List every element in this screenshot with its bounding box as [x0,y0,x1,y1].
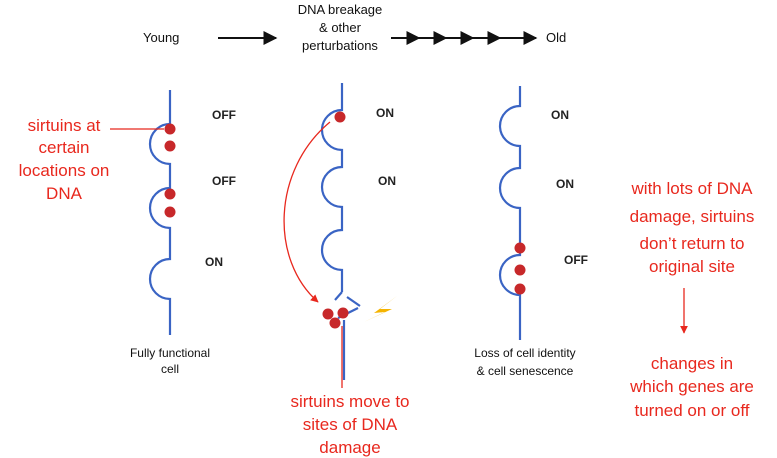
middle-label-line-1: DNA breakage [298,2,383,17]
right-annotation-line-1: with lots of DNA [631,179,754,198]
bottom-annotation-line-3: damage [319,438,380,457]
right-result-line-2: which genes are [629,377,754,396]
dna-break-fragment [346,296,361,307]
gene-state-on-4: ON [551,108,569,122]
left-annotation-line-3: locations on [19,161,110,180]
gene-state-on-3: ON [378,174,396,188]
left-annotation-line-4: DNA [46,184,83,203]
sirtuin-dot [337,307,349,319]
middle-label-line-2: & other [319,20,362,35]
right-annotation-line-4: original site [649,257,735,276]
gene-state-on-2: ON [376,106,394,120]
gene-state-on-5: ON [556,177,574,191]
gene-state-off-3: OFF [564,253,588,267]
dna-strand-young [148,90,176,335]
right-caption-line-2: & cell senescence [477,364,574,378]
dna-strand-damaged [320,83,361,380]
right-annotation-line-3: don’t return to [640,234,745,253]
bottom-annotation-line-1: sirtuins move to [290,392,409,411]
right-result-line-3: turned on or off [635,401,750,420]
middle-label-line-3: perturbations [302,38,378,53]
right-result-line-1: changes in [651,354,733,373]
sirtuin-dot [164,140,176,152]
sirtuin-move-arrow [283,121,331,303]
sirtuin-dot [514,264,526,276]
young-label: Young [143,30,179,45]
left-annotation-line-1: sirtuins at [28,116,101,135]
right-caption-line-1: Loss of cell identity [474,346,575,360]
left-caption-line-1: Fully functional [130,346,210,360]
bottom-annotation-line-2: sites of DNA [303,415,398,434]
lightning-bolt-icon [364,296,397,322]
gene-state-off-2: OFF [212,174,236,188]
sirtuin-dot [164,188,176,200]
right-annotation-line-2: damage, sirtuins [630,207,755,226]
sirtuin-dot [334,111,346,123]
sirtuin-dot [164,123,176,135]
sirtuin-dot [514,283,526,295]
sirtuin-dot [322,308,334,320]
sirtuin-dot [329,317,341,329]
dna-strand-old [498,86,526,340]
old-label: Old [546,30,566,45]
gene-state-off-1: OFF [212,108,236,122]
sirtuin-dot [514,242,526,254]
left-caption-line-2: cell [161,362,179,376]
left-annotation-line-2: certain [38,138,89,157]
gene-state-on-1: ON [205,255,223,269]
sirtuin-dot [164,206,176,218]
